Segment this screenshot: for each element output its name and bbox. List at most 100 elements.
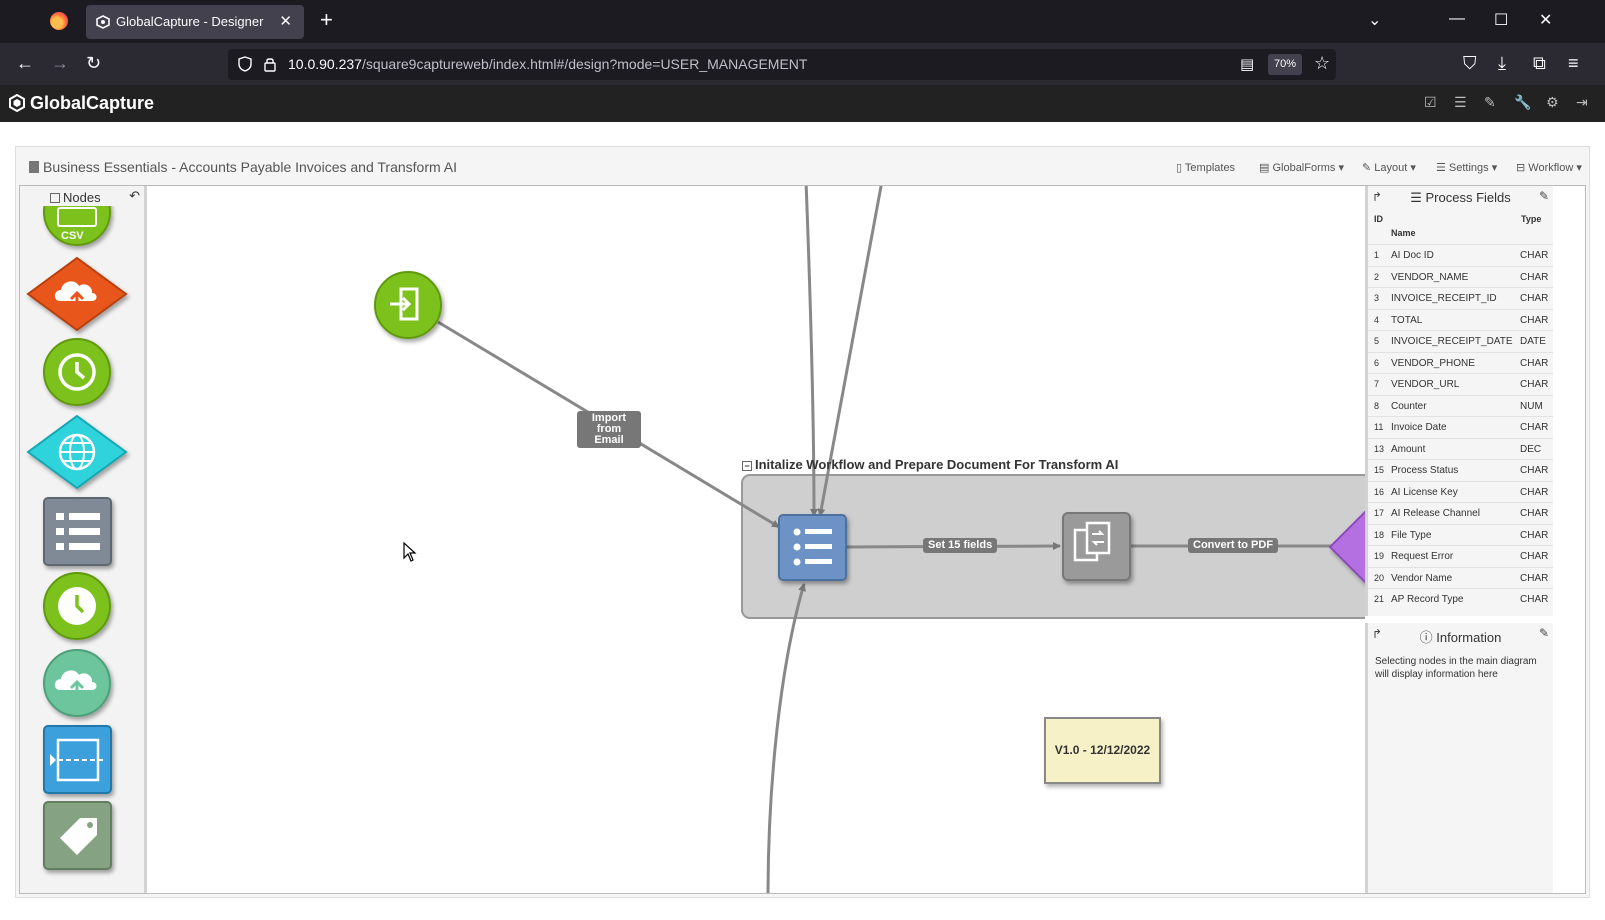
palette-separation-node[interactable] (43, 725, 112, 794)
process-field-id: 20 (1374, 572, 1385, 583)
close-tab-icon[interactable]: ✕ (279, 13, 292, 30)
connection-top-1[interactable] (804, 186, 818, 517)
tasks-icon[interactable]: ☑ (1424, 94, 1437, 110)
minimize-icon[interactable]: — (1449, 10, 1465, 27)
new-tab-button[interactable]: + (320, 7, 333, 32)
globalforms-button[interactable]: ▤ GlobalForms ▾ (1259, 162, 1344, 174)
process-field-id: 17 (1374, 508, 1385, 518)
globalcapture-favicon-icon (96, 15, 110, 29)
templates-button[interactable]: ▯ Templates (1176, 162, 1236, 174)
undo-icon[interactable]: ↶ (129, 188, 140, 203)
collapse-group-icon[interactable]: − (742, 461, 752, 471)
palette-timer-node[interactable] (43, 338, 111, 406)
url-path: /square9captureweb/index.html#/design?mo… (361, 56, 808, 72)
designer-brush-icon[interactable]: ✎ (1484, 94, 1496, 110)
globalcapture-logo-icon (9, 94, 25, 112)
back-icon[interactable]: ← (16, 53, 34, 73)
palette-cloud-export-node[interactable] (43, 649, 111, 717)
logout-icon[interactable]: ⇥ (1576, 94, 1588, 110)
process-field-id: 6 (1374, 357, 1380, 368)
workflow-button[interactable]: ⊟ Workflow ▾ (1516, 162, 1582, 174)
edit-pencil-icon[interactable]: ✎ (1538, 189, 1549, 203)
workflow-title: Business Essentials - Accounts Payable I… (29, 159, 457, 175)
reload-icon[interactable]: ↻ (86, 53, 102, 73)
diagram-svg (374, 186, 1365, 893)
palette-web-node[interactable] (26, 414, 128, 490)
email-import-node[interactable] (374, 271, 442, 339)
browser-tab[interactable]: GlobalCapture - Designer ✕ (86, 5, 304, 39)
lock-icon[interactable] (264, 56, 276, 72)
gear-icon[interactable]: ⚙ (1546, 94, 1559, 110)
palette-tag-node[interactable] (43, 801, 112, 870)
convert-document-node[interactable] (1062, 512, 1131, 581)
process-field-id: 18 (1374, 529, 1385, 540)
palette-list-node[interactable] (43, 497, 112, 566)
layout-button[interactable]: ✎ Layout ▾ (1362, 162, 1416, 174)
bookmark-star-icon[interactable]: ☆ (1314, 53, 1331, 73)
extensions-icon[interactable]: ⧉ (1533, 53, 1546, 73)
connection-top-2[interactable] (817, 186, 883, 517)
group-title[interactable]: −Initalize Workflow and Prepare Document… (742, 457, 1118, 472)
palette-csv-label: CSV (61, 230, 84, 242)
brand-logo[interactable]: GlobalCapture (8, 93, 154, 114)
palette-cloud-upload-node[interactable] (26, 256, 128, 332)
close-window-icon[interactable]: ✕ (1539, 12, 1553, 29)
process-field-name: Request Error (1391, 551, 1454, 562)
process-field-type: NUM (1520, 400, 1543, 412)
inbox-icon[interactable]: ☰ (1454, 94, 1467, 110)
connection-bottom[interactable] (766, 583, 806, 893)
globalforms-label: GlobalForms ▾ (1272, 162, 1344, 174)
menu-icon[interactable]: ≡ (1568, 53, 1579, 73)
zoom-level-button[interactable]: 70% (1268, 54, 1302, 75)
process-field-type: CHAR (1520, 379, 1549, 390)
set-fields-node[interactable] (778, 514, 847, 581)
edge-label-set-fields[interactable]: Set 15 fields (923, 538, 998, 553)
downloads-icon[interactable]: ⤓ (1498, 53, 1506, 73)
wrench-icon[interactable]: 🔧 (1514, 94, 1532, 110)
palette-csv-node[interactable] (43, 206, 111, 246)
pocket-icon[interactable]: ⛉ (1463, 53, 1477, 73)
shield-icon[interactable] (238, 56, 252, 72)
version-sticky-note[interactable]: V1.0 - 12/12/2022 (1044, 717, 1161, 784)
process-field-id: 13 (1374, 443, 1385, 454)
maximize-icon[interactable]: ☐ (1494, 12, 1509, 29)
nodes-checkbox[interactable] (50, 193, 60, 203)
info-share-icon[interactable]: ↱ (1372, 627, 1383, 641)
decision-node[interactable] (1328, 510, 1365, 584)
tab-list-chevron-down-icon[interactable]: ⌄ (1368, 12, 1382, 29)
share-icon[interactable]: ↱ (1372, 190, 1383, 204)
palette-nodes-svg (26, 206, 128, 870)
url-host: 10.0.90.237 (288, 56, 362, 72)
forward-icon[interactable]: → (51, 53, 69, 73)
reader-view-icon[interactable]: ▤ (1240, 56, 1255, 73)
info-edit-pencil-icon[interactable]: ✎ (1538, 626, 1549, 640)
settings-button[interactable]: ☰ Settings ▾ (1436, 162, 1498, 174)
diagram-canvas[interactable]: Import from Email Set 15 fields Convert … (19, 185, 1586, 894)
process-field-name: Vendor Name (1391, 572, 1453, 584)
address-bar[interactable]: 10.0.90.237/square9captureweb/index.html… (228, 49, 1336, 80)
palette-schedule-node[interactable] (43, 572, 111, 640)
url-text[interactable]: 10.0.90.237/square9captureweb/index.html… (288, 56, 807, 72)
edge-label-import-email[interactable]: Import from Email (577, 411, 641, 448)
edge-label-convert-pdf[interactable]: Convert to PDF (1188, 538, 1279, 553)
document-icon (29, 161, 39, 173)
nodes-palette-title[interactable]: Nodes (50, 190, 101, 205)
workflow-title-text: Business Essentials - Accounts Payable I… (43, 159, 457, 175)
